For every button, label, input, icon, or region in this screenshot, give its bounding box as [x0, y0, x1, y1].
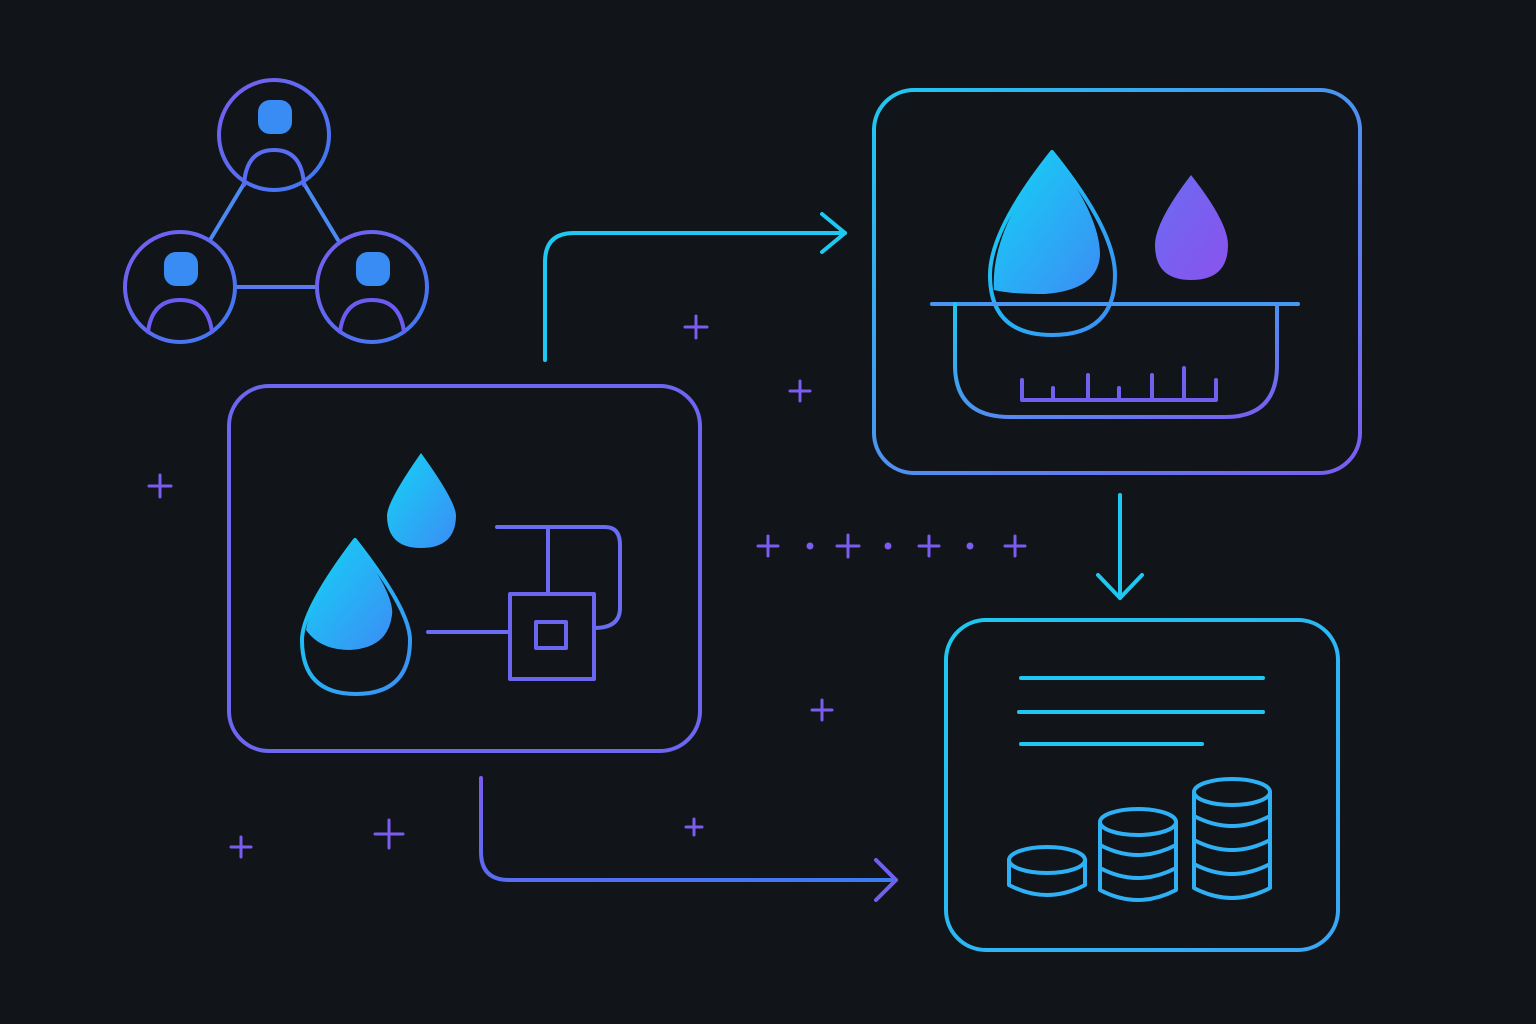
coins-icon: [1007, 777, 1272, 902]
people-network-icon: [123, 78, 429, 344]
arrow-icon: [543, 212, 847, 362]
measurement-card: [872, 88, 1362, 475]
dot-icon: [966, 542, 974, 550]
arrow-icon: [479, 776, 898, 902]
water-drop-icon: [988, 150, 1117, 337]
water-source-card: [227, 384, 702, 753]
report-card: [944, 618, 1340, 952]
sparkle-icon: [229, 835, 253, 859]
sparkle-icon: [917, 534, 941, 558]
dot-icon: [884, 542, 892, 550]
water-drop-icon: [387, 453, 456, 548]
dot-icon: [806, 542, 814, 550]
text-lines-icon: [1017, 676, 1265, 746]
water-drop-icon: [300, 538, 412, 696]
sparkle-icon: [1003, 534, 1027, 558]
sparkle-icon: [147, 473, 173, 499]
gauge-ruler-icon: [1020, 366, 1218, 402]
water-drop-icon: [1155, 175, 1228, 280]
sparkle-icon: [810, 698, 834, 722]
chip-icon: [426, 525, 622, 681]
person-icon: [123, 230, 237, 344]
person-icon: [315, 230, 429, 344]
sparkle-icon: [683, 314, 709, 340]
person-icon: [217, 78, 331, 192]
arrow-icon: [1096, 493, 1144, 600]
sparkle-icon: [684, 817, 704, 837]
sparkle-icon: [835, 533, 861, 559]
sparkle-icon: [373, 818, 405, 850]
sparkle-icon: [788, 379, 812, 403]
sparkle-icon: [756, 534, 780, 558]
